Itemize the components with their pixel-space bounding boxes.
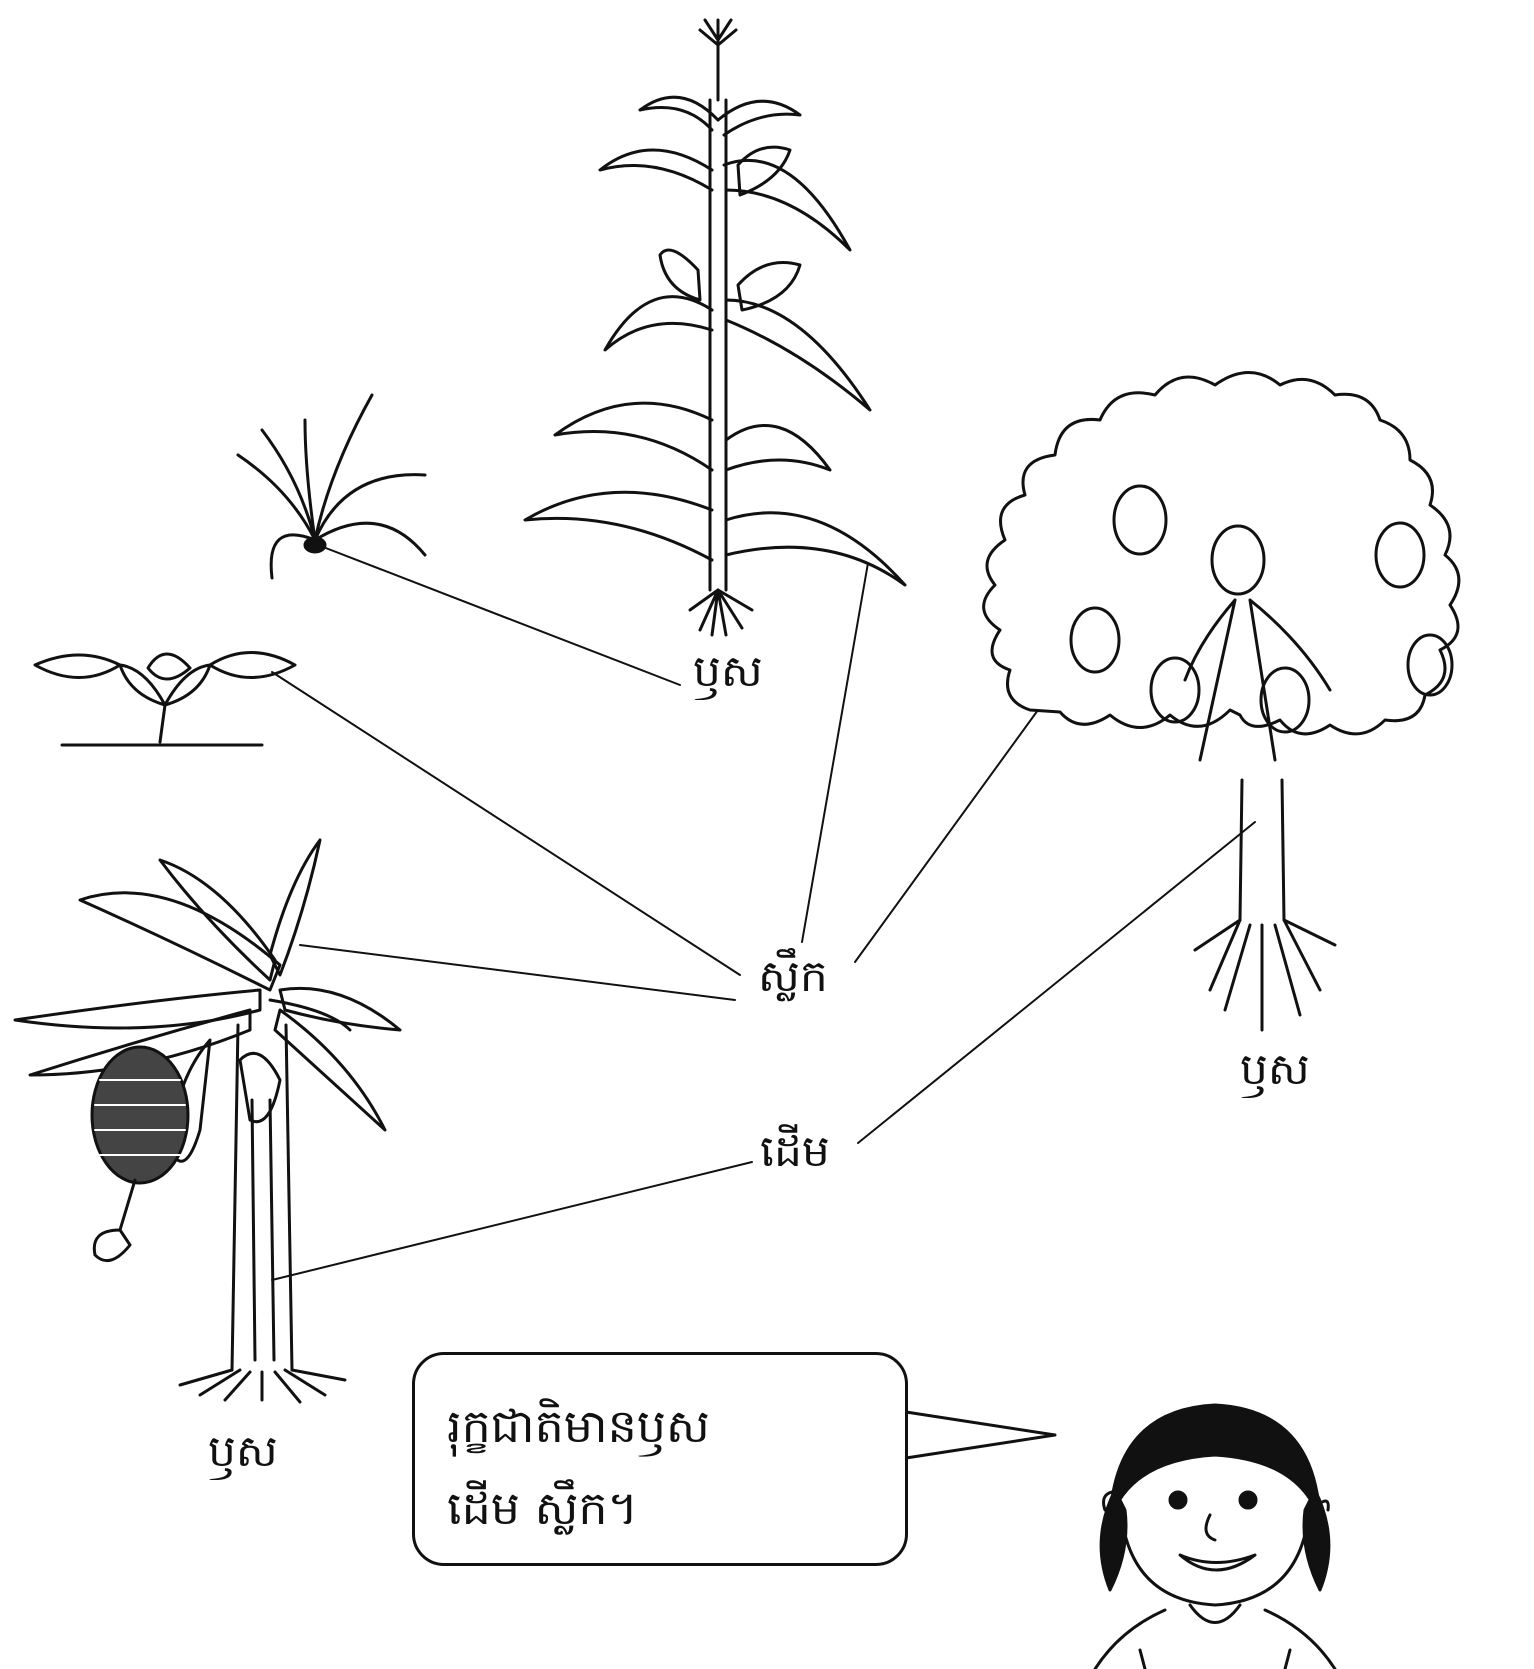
girl-face (1120, 1500, 1310, 1605)
banana-bunch (92, 1047, 188, 1261)
grass-root (305, 538, 325, 552)
girl-character (1095, 1405, 1335, 1669)
tree-trunk (1240, 780, 1284, 920)
line-grass-root-to-root-label (318, 545, 680, 685)
root-label-banana: ឫស (208, 1430, 278, 1474)
line-corn-leaf-to-leaf-label (802, 563, 868, 942)
line-tree-trunk-to-stem-label (858, 822, 1255, 1143)
fruit-tree (984, 373, 1459, 1031)
line-banana-trunk-to-stem-label (272, 1162, 752, 1280)
girl-hair (1110, 1405, 1320, 1520)
line-seedling-leaf-to-leaf-label (272, 672, 740, 975)
speech-line-2: ដើម ស្លឹក។ (447, 1485, 638, 1531)
tree-canopy (984, 373, 1459, 734)
line-tree-leaf-to-leaf-label (855, 710, 1038, 962)
corn-plant (525, 20, 905, 635)
speech-line-1: រុក្ខជាតិមានឫស (447, 1403, 710, 1449)
speech-bubble: រុក្ខជាតិមានឫស ដើម ស្លឹក។ (412, 1352, 908, 1566)
line-banana-leaf-to-leaf-label (300, 945, 735, 1000)
corn-root (690, 590, 752, 635)
root-label-tree: ឫស (1240, 1048, 1310, 1092)
speech-bubble-tail (906, 1412, 1055, 1458)
tree-root (1195, 920, 1335, 1030)
leaf-label: ស្លឹក (758, 955, 828, 999)
banana-plant (15, 840, 400, 1402)
banana-trunk (252, 1100, 274, 1360)
seedling-plant (35, 653, 295, 746)
root-label-corn: ឫស (693, 650, 763, 694)
stem-label: ដើម (760, 1130, 830, 1174)
banana-root (180, 1370, 345, 1402)
